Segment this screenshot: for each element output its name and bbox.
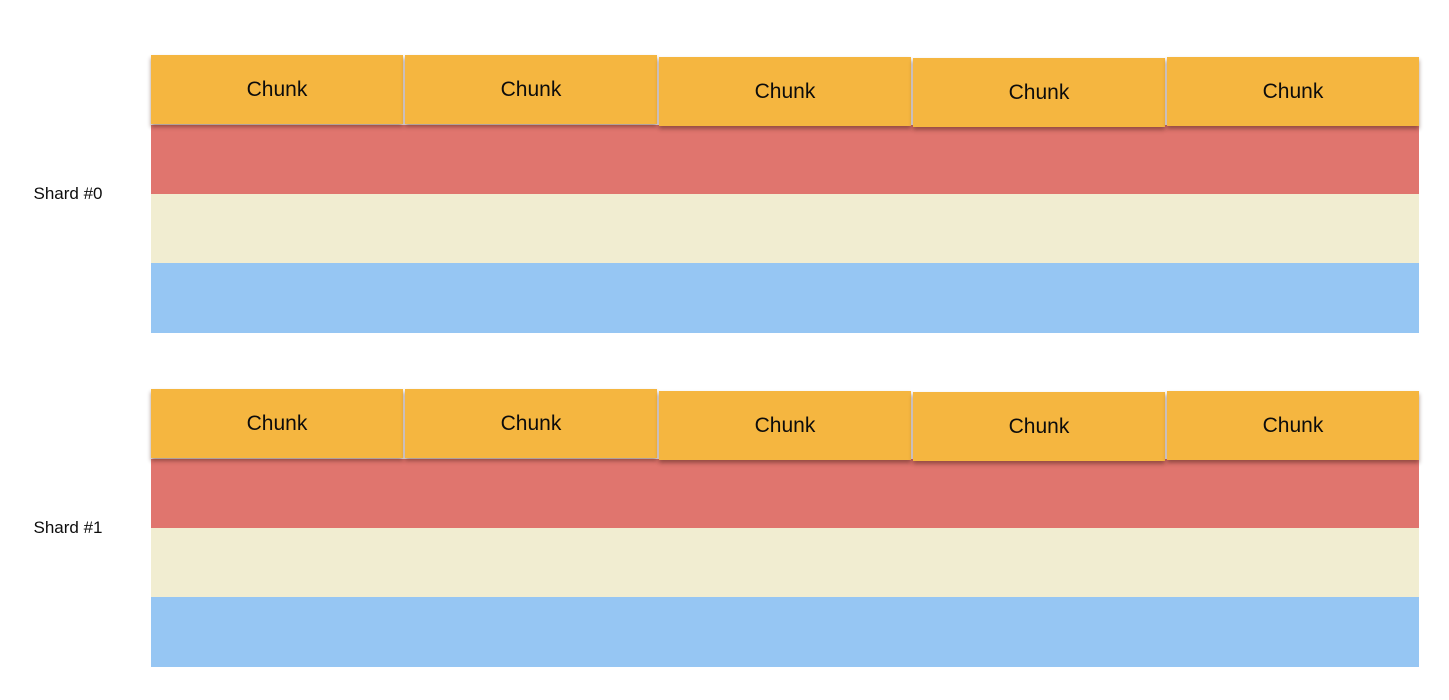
chunk-row: Chunk Chunk Chunk Chunk Chunk <box>151 55 1419 127</box>
cream-range-bar <box>151 194 1419 263</box>
chunk-box: Chunk <box>659 391 911 460</box>
cream-range-bar <box>151 528 1419 597</box>
chunk-box: Chunk <box>151 389 403 458</box>
chunk-box: Chunk <box>913 58 1165 127</box>
shard-row-1: Shard #1 Chunk Chunk Chunk Chunk Chunk <box>0 389 1449 667</box>
shard-label: Shard #1 <box>33 518 103 537</box>
chunk-box: Chunk <box>405 55 657 124</box>
shard-stack: Chunk Chunk Chunk Chunk Chunk <box>151 55 1419 333</box>
chunk-row: Chunk Chunk Chunk Chunk Chunk <box>151 389 1419 461</box>
chunk-box: Chunk <box>913 392 1165 461</box>
chunk-box: Chunk <box>405 389 657 458</box>
shard-row-0: Shard #0 Chunk Chunk Chunk Chunk Chunk <box>0 55 1449 333</box>
chunk-box: Chunk <box>1167 391 1419 460</box>
chunk-box: Chunk <box>1167 57 1419 126</box>
shard-label: Shard #0 <box>33 184 103 203</box>
chunk-box: Chunk <box>151 55 403 124</box>
red-range-bar <box>151 459 1419 528</box>
shard-stack: Chunk Chunk Chunk Chunk Chunk <box>151 389 1419 667</box>
chunk-box: Chunk <box>659 57 911 126</box>
blue-range-bar <box>151 263 1419 333</box>
red-range-bar <box>151 125 1419 194</box>
blue-range-bar <box>151 597 1419 667</box>
